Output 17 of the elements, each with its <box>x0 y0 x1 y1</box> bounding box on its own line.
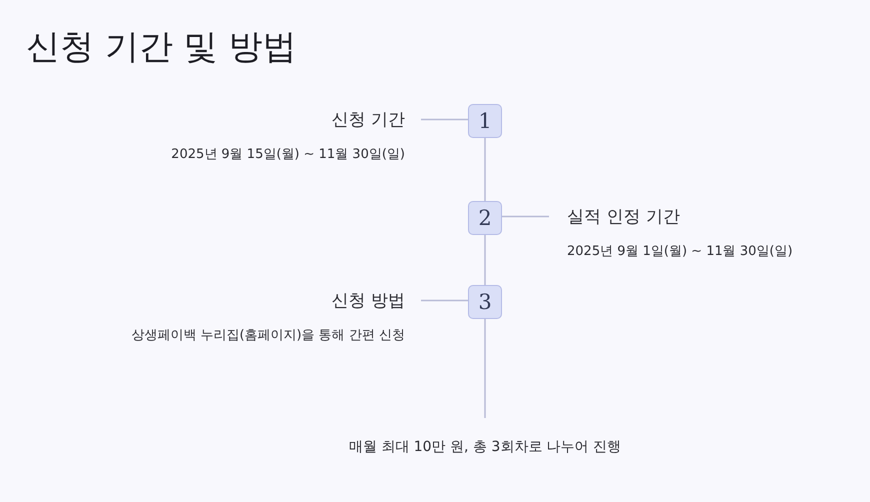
connector-line <box>421 118 468 120</box>
connector-line <box>484 138 486 201</box>
step-description: 2025년 9월 15일(월) ~ 11월 30일(일) <box>171 146 405 163</box>
connector-line <box>421 300 468 302</box>
note-text: 매월 최대 10만 원, 총 3회차로 나누어 진행 <box>348 438 622 456</box>
step-heading: 신청 방법 <box>332 290 405 312</box>
step-number-box: 3 <box>468 285 502 319</box>
step-heading: 신청 기간 <box>332 109 405 131</box>
connector-line <box>502 216 549 218</box>
step-number-box: 1 <box>468 104 502 138</box>
step-description: 상생페이백 누리집(홈페이지)을 통해 간편 신청 <box>131 327 405 344</box>
step-heading: 실적 인정 기간 <box>567 206 680 228</box>
connector-line <box>484 235 486 285</box>
title: 신청 기간 및 방법 <box>26 26 296 69</box>
connector-line <box>484 319 486 418</box>
step-number-box: 2 <box>468 201 502 235</box>
step-description: 2025년 9월 1일(월) ~ 11월 30일(일) <box>567 243 793 260</box>
